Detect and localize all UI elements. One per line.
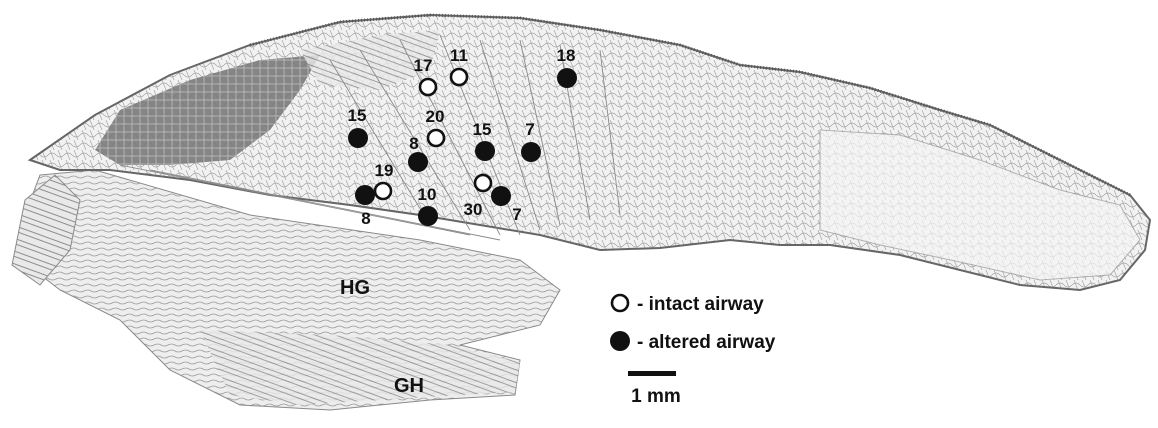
altered-airway-marker [348, 128, 368, 148]
marker-label: 18 [557, 46, 576, 65]
marker-label: 10 [418, 185, 437, 204]
scale-bar-label: 1 mm [631, 386, 681, 407]
lower-muscle-bundle [11, 169, 561, 411]
altered-airway-marker [521, 142, 541, 162]
altered-airway-marker [475, 141, 495, 161]
intact-airway-marker [426, 128, 446, 148]
marker-10: 10 [418, 185, 438, 226]
marker-15b: 15 [473, 120, 495, 161]
marker-label: 11 [450, 46, 468, 65]
marker-19: 19 [373, 161, 394, 201]
scale-bar-line [628, 371, 676, 376]
marker-7b: 7 [491, 186, 522, 224]
marker-30: 30 [464, 173, 493, 219]
intact-airway-marker [373, 181, 393, 201]
altered-airway-marker [418, 206, 438, 226]
legend-altered-label: - altered airway [637, 332, 776, 353]
legend-intact-label: - intact airway [637, 294, 764, 315]
intact-airway-marker [473, 173, 493, 193]
marker-label: 15 [473, 120, 492, 139]
airway-markers: 17 11 18 15 20 8 15 7 [348, 46, 577, 228]
marker-label: 7 [512, 205, 521, 224]
tongue-body [27, 13, 1152, 292]
marker-label: 8 [361, 209, 370, 228]
marker-label: 19 [375, 161, 394, 180]
altered-airway-marker [557, 68, 577, 88]
intact-airway-marker [418, 77, 438, 97]
intact-airway-legend-icon [610, 293, 630, 313]
scale-bar: 1 mm [628, 371, 681, 407]
marker-7a: 7 [521, 120, 541, 162]
marker-11: 11 [449, 46, 469, 87]
marker-17: 17 [414, 56, 438, 97]
marker-label: 17 [414, 56, 433, 75]
altered-airway-marker [491, 186, 511, 206]
marker-8a: 8 [408, 134, 428, 172]
marker-label: 7 [525, 120, 534, 139]
legend: - intact airway - altered airway [610, 293, 776, 353]
marker-18: 18 [557, 46, 577, 88]
marker-label: 15 [348, 106, 367, 125]
marker-20: 20 [426, 107, 446, 148]
region-label-gh: GH [394, 375, 424, 397]
marker-8b: 8 [355, 185, 375, 228]
altered-airway-marker [408, 152, 428, 172]
marker-label: 30 [464, 200, 483, 219]
altered-airway-legend-icon [610, 331, 630, 351]
marker-label: 20 [426, 107, 445, 126]
altered-airway-marker [355, 185, 375, 205]
marker-15a: 15 [348, 106, 368, 148]
region-label-hg: HG [340, 277, 370, 299]
intact-airway-marker [449, 67, 469, 87]
marker-label: 8 [409, 134, 418, 153]
